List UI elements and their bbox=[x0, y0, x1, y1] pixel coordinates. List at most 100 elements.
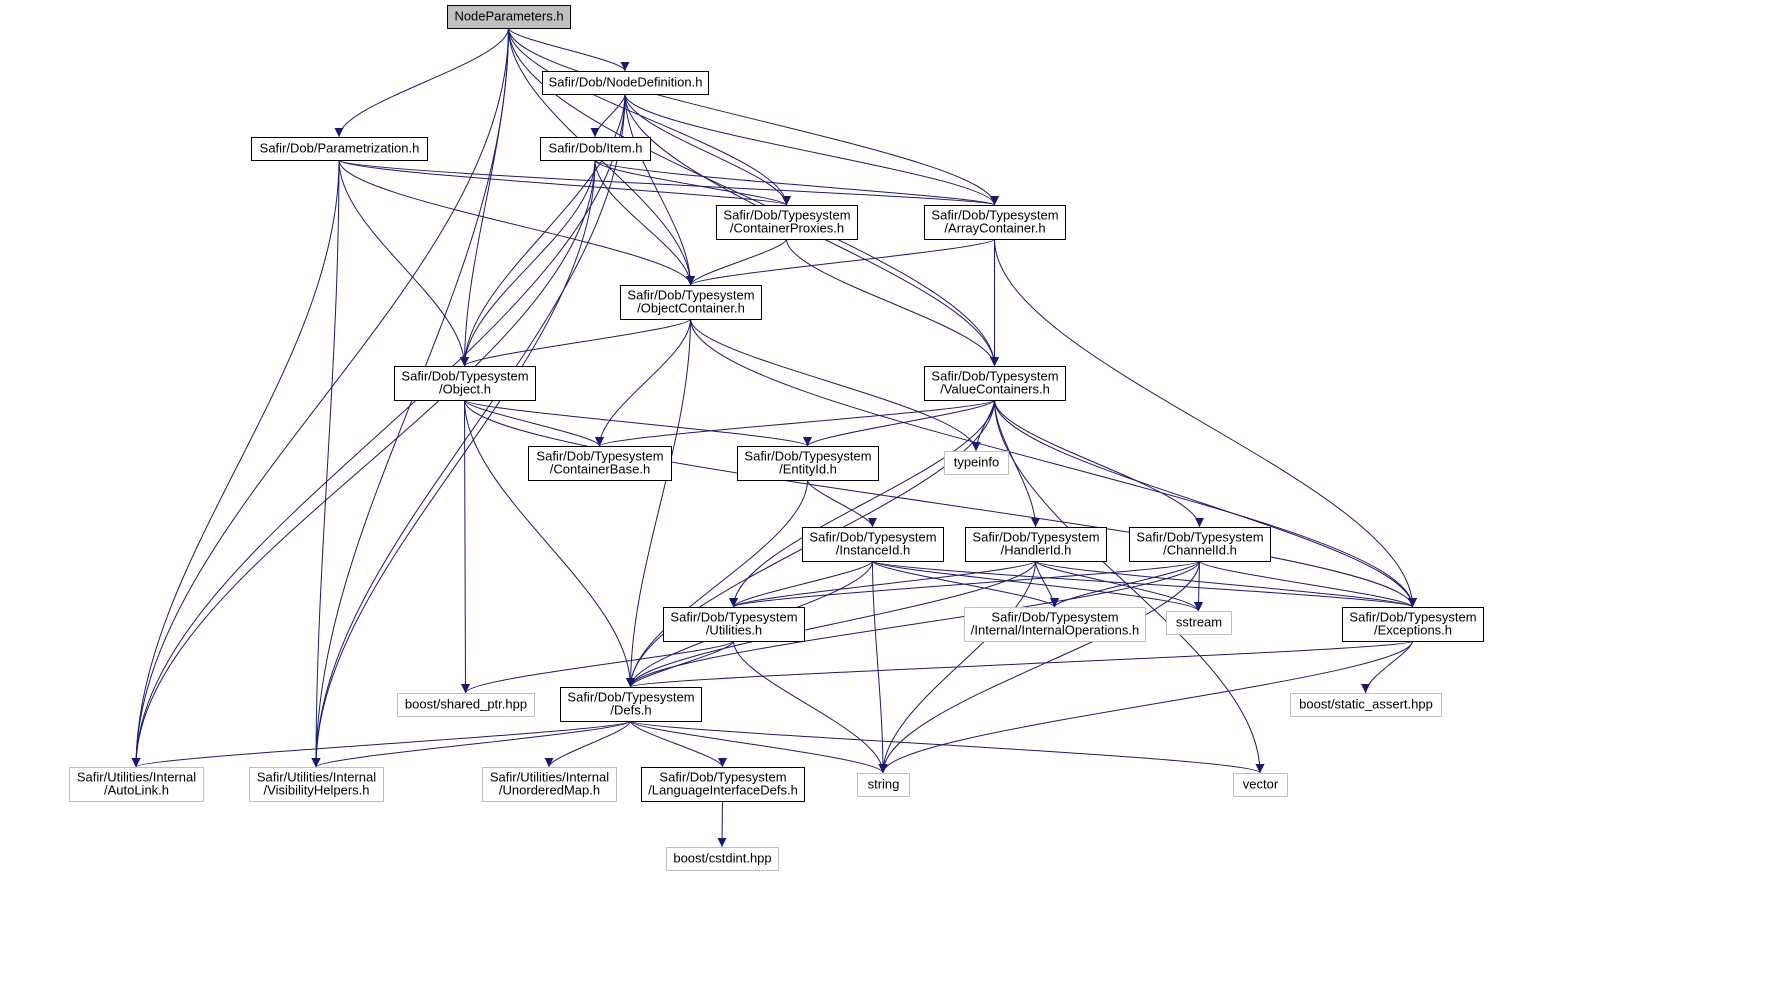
node-label: Safir/Dob/Typesystem bbox=[567, 690, 694, 705]
dependency-edge bbox=[464, 399, 812, 447]
node-box bbox=[1342, 607, 1484, 642]
dependency-edge bbox=[131, 720, 631, 768]
node-box bbox=[397, 693, 535, 717]
node-label: /HandlerId.h bbox=[1001, 543, 1072, 558]
node-label: /EntityId.h bbox=[779, 462, 837, 477]
node-box bbox=[249, 767, 384, 802]
dependency-edge bbox=[595, 399, 995, 447]
node-box bbox=[737, 446, 879, 481]
header-node[interactable]: Safir/Dob/Typesystem/ArrayContainer.h bbox=[924, 205, 1066, 240]
node-box bbox=[482, 767, 617, 802]
node-label: /ChannelId.h bbox=[1163, 543, 1237, 558]
dependency-edge bbox=[690, 318, 981, 452]
dependency-edge bbox=[630, 720, 888, 774]
header-node[interactable]: Safir/Dob/Typesystem/EntityId.h bbox=[737, 446, 879, 481]
header-node[interactable]: Safir/Dob/Typesystem/Utilities.h bbox=[663, 607, 805, 642]
node-label: Safir/Utilities/Internal bbox=[77, 770, 196, 785]
header-node[interactable]: Safir/Dob/Typesystem/Exceptions.h bbox=[1342, 607, 1484, 642]
root-header-node[interactable]: NodeParameters.h bbox=[447, 5, 571, 29]
node-label: /ArrayContainer.h bbox=[944, 221, 1045, 236]
dependency-edge bbox=[311, 159, 596, 768]
node-box bbox=[965, 527, 1107, 562]
node-label: Safir/Dob/Typesystem bbox=[931, 369, 1058, 384]
external-header-node: boost/cstdint.hpp bbox=[666, 847, 779, 871]
node-box bbox=[666, 847, 779, 871]
header-node[interactable]: Safir/Dob/Typesystem/ChannelId.h bbox=[1129, 527, 1271, 562]
dependency-edge bbox=[729, 560, 1036, 608]
node-label: /Object.h bbox=[439, 382, 491, 397]
external-header-node: boost/shared_ptr.hpp bbox=[397, 693, 535, 717]
dependency-edge bbox=[464, 399, 635, 688]
node-label: /ContainerBase.h bbox=[550, 462, 650, 477]
node-label: Safir/Dob/NodeDefinition.h bbox=[549, 75, 703, 90]
header-node[interactable]: Safir/Dob/Typesystem/Object.h bbox=[394, 366, 536, 401]
node-box bbox=[540, 137, 651, 161]
dependency-edge bbox=[131, 159, 596, 768]
dependency-edge bbox=[626, 640, 734, 688]
dependency-edge bbox=[626, 318, 691, 688]
external-header-node: boost/static_assert.hpp bbox=[1290, 693, 1442, 717]
dependency-edge bbox=[733, 640, 888, 774]
header-node[interactable]: Safir/Dob/Typesystem/Defs.h bbox=[560, 687, 702, 722]
external-header-node: sstream bbox=[1166, 611, 1232, 635]
header-node[interactable]: Safir/Dob/NodeDefinition.h bbox=[542, 71, 709, 95]
node-box bbox=[620, 285, 762, 320]
dependency-edge bbox=[729, 560, 1200, 608]
node-label: Safir/Dob/Typesystem bbox=[972, 530, 1099, 545]
node-label: Safir/Dob/Typesystem bbox=[931, 208, 1058, 223]
node-label: /LanguageInterfaceDefs.h bbox=[648, 783, 798, 798]
dependency-edge bbox=[338, 159, 695, 286]
header-node[interactable]: Safir/Dob/Typesystem/ContainerProxies.h bbox=[716, 205, 858, 240]
header-node[interactable]: Safir/Dob/Typesystem/ContainerBase.h bbox=[528, 446, 672, 481]
header-node[interactable]: Safir/Dob/Typesystem/HandlerId.h bbox=[965, 527, 1107, 562]
dependency-edge bbox=[624, 93, 999, 206]
dependency-edge bbox=[594, 159, 695, 286]
node-label: Safir/Dob/Typesystem bbox=[1349, 610, 1476, 625]
dependency-edge bbox=[994, 238, 1417, 608]
dependency-edge bbox=[624, 93, 791, 206]
node-label: /VisibilityHelpers.h bbox=[264, 783, 370, 798]
node-label: typeinfo bbox=[954, 455, 1000, 470]
dependency-edge bbox=[311, 159, 340, 768]
dependency-edge bbox=[872, 560, 1203, 612]
nodes-layer: NodeParameters.hSafir/Dob/NodeDefinition… bbox=[69, 5, 1484, 871]
node-label: /UnorderedMap.h bbox=[499, 783, 600, 798]
dependency-edge bbox=[878, 560, 1200, 774]
dependency-edge bbox=[594, 159, 999, 206]
dependency-edge bbox=[131, 159, 340, 768]
external-header-node: string bbox=[857, 773, 910, 797]
node-label: Safir/Dob/Parametrization.h bbox=[260, 141, 420, 156]
node-box bbox=[1290, 693, 1442, 717]
node-label: Safir/Utilities/Internal bbox=[490, 770, 609, 785]
dependency-edge bbox=[311, 720, 631, 768]
node-label: /ObjectContainer.h bbox=[637, 301, 745, 316]
node-box bbox=[802, 527, 944, 562]
header-node[interactable]: Safir/Dob/Parametrization.h bbox=[251, 137, 428, 161]
header-node[interactable]: Safir/Dob/Typesystem/ValueContainers.h bbox=[924, 366, 1066, 401]
dependency-edge bbox=[690, 318, 1417, 608]
header-node[interactable]: Safir/Dob/Typesystem/LanguageInterfaceDe… bbox=[641, 767, 805, 802]
dependency-edge bbox=[686, 238, 995, 286]
node-label: Safir/Dob/Typesystem bbox=[991, 610, 1118, 625]
dependency-edge bbox=[878, 560, 1036, 774]
edges-layer bbox=[131, 27, 1417, 848]
node-label: sstream bbox=[1176, 615, 1222, 630]
node-label: Safir/Dob/Typesystem bbox=[670, 610, 797, 625]
header-node[interactable]: Safir/Dob/Item.h bbox=[540, 137, 651, 161]
header-node[interactable]: Safir/Dob/Typesystem/ObjectContainer.h bbox=[620, 285, 762, 320]
dependency-edge bbox=[1199, 560, 1417, 608]
external-header-node: Safir/Utilities/Internal/UnorderedMap.h bbox=[482, 767, 617, 802]
external-header-node: typeinfo bbox=[944, 451, 1009, 475]
dependency-edge bbox=[338, 159, 999, 206]
node-box bbox=[69, 767, 204, 802]
dependency-edge bbox=[1035, 560, 1203, 612]
dependency-edge bbox=[461, 640, 734, 694]
node-label: /Utilities.h bbox=[706, 623, 762, 638]
node-box bbox=[560, 687, 702, 722]
node-label: Safir/Dob/Item.h bbox=[549, 141, 643, 156]
node-box bbox=[528, 446, 672, 481]
node-label: vector bbox=[1243, 777, 1279, 792]
node-label: Safir/Dob/Typesystem bbox=[723, 208, 850, 223]
node-label: Safir/Dob/Typesystem bbox=[536, 449, 663, 464]
header-node[interactable]: Safir/Dob/Typesystem/InstanceId.h bbox=[802, 527, 944, 562]
